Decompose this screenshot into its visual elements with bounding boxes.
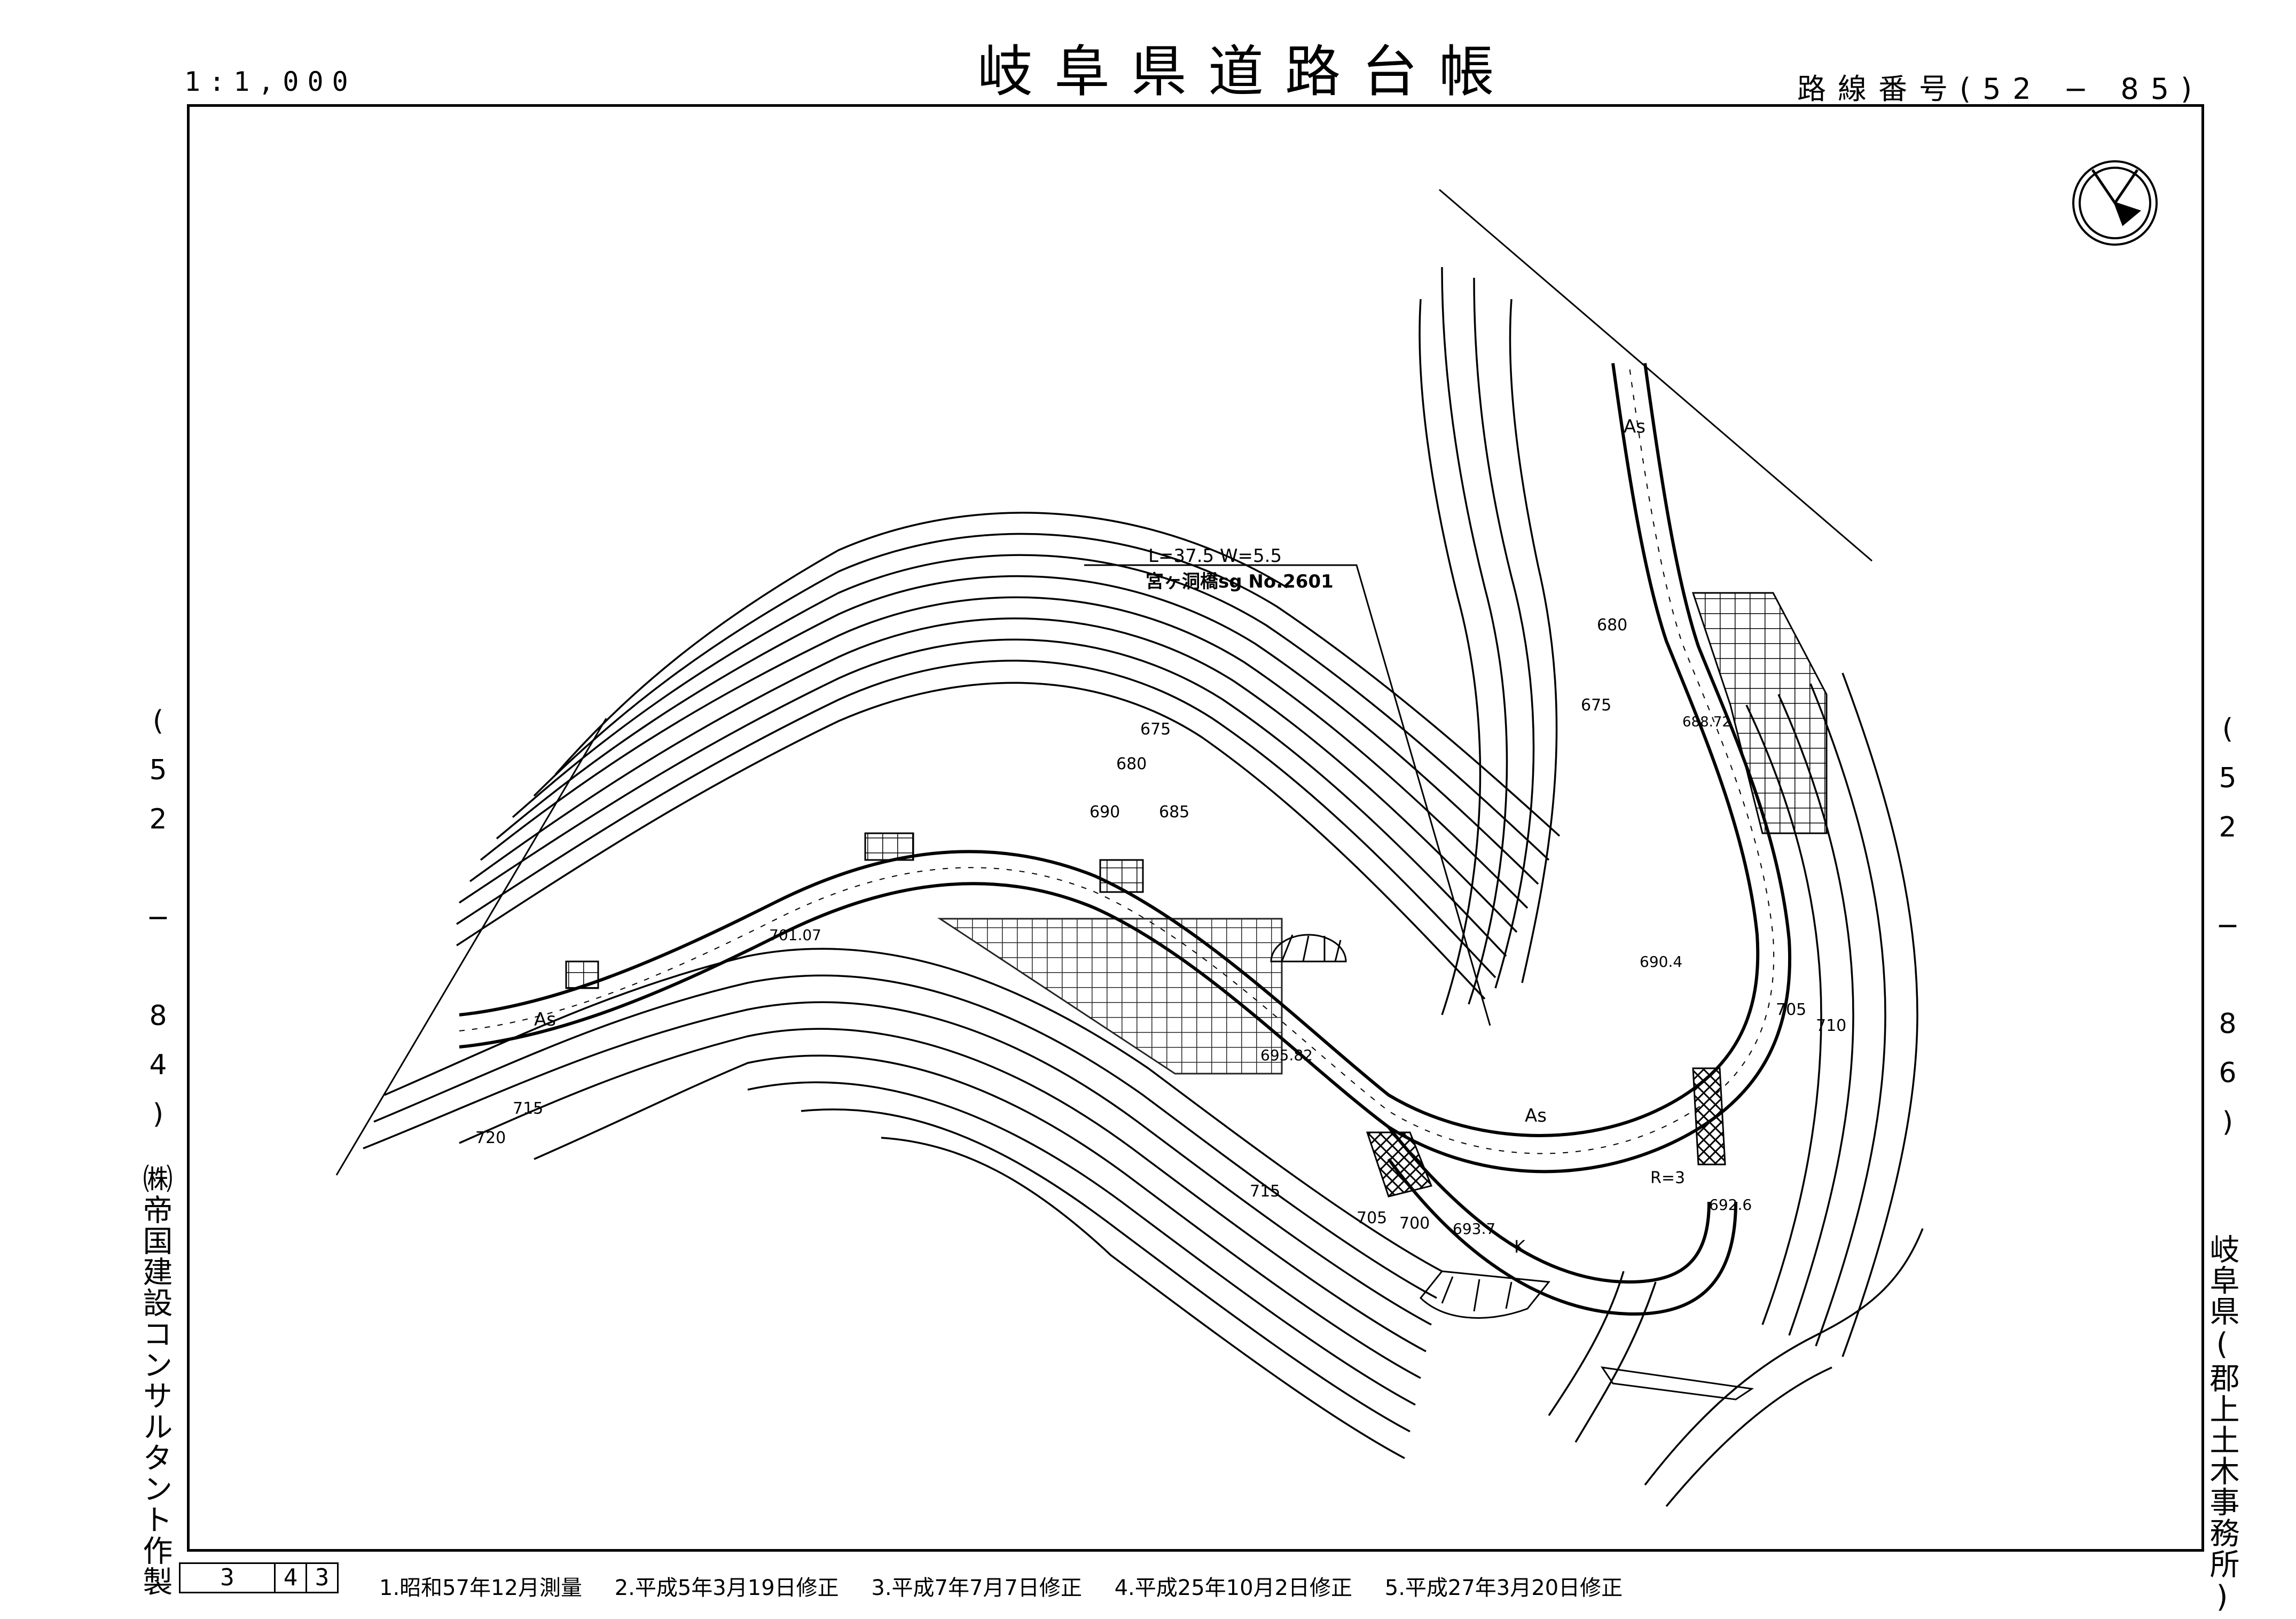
maker-credit: ㈱帝国建設コンサルタント作製 — [138, 1163, 173, 1597]
retaining-wall — [1366, 1131, 1433, 1198]
bridge-name: 宮ヶ洞橋sg No.2601 — [1146, 571, 1334, 592]
sheet-cell: 3 — [181, 1564, 276, 1592]
route-number: 路線番号(52 − 85) — [1797, 72, 2204, 106]
map-frame — [187, 104, 2204, 1552]
contour-label: 710 — [1816, 1016, 1846, 1035]
elevation-label: 701.07 — [769, 926, 821, 944]
retaining-wall — [1692, 1067, 1726, 1166]
contour-label: 675 — [1581, 696, 1611, 715]
contour-label: 705 — [1776, 1000, 1806, 1019]
boundary-line — [335, 718, 607, 1176]
boundary-line — [1439, 189, 1872, 562]
revision-item: 4.平成25年10月2日修正 — [1114, 1576, 1353, 1600]
contour-label: 715 — [513, 1099, 543, 1118]
contour-label: 680 — [1597, 616, 1627, 635]
road — [459, 363, 1791, 1316]
contours-north — [456, 512, 1561, 1000]
retaining-wall — [1099, 859, 1144, 893]
adjacent-sheet-left[interactable]: (52 − 84) — [142, 705, 174, 1147]
contour-label: 680 — [1116, 755, 1147, 773]
map-scale: 1:1,000 — [184, 66, 357, 97]
page-title: 岐阜県道路台帳 — [977, 39, 1516, 104]
revision-history: 1.昭和57年12月測量 2.平成5年3月19日修正 3.平成7年7月7日修正 … — [379, 1570, 1648, 1601]
adjacent-sheet-right[interactable]: (52 − 86) — [2212, 713, 2244, 1155]
contour-label: 720 — [475, 1129, 506, 1147]
elevation-label: 695.82 — [1260, 1046, 1313, 1064]
bridge-dims: L=37.5 W=5.5 — [1148, 545, 1282, 567]
map-marker: K — [1514, 1237, 1526, 1257]
retaining-wall — [937, 918, 1283, 1075]
sheet-cell: 3 — [315, 1564, 330, 1591]
elevation-label: 690.4 — [1640, 953, 1682, 971]
contour-label: 685 — [1159, 803, 1189, 822]
contour-label: 700 — [1399, 1214, 1430, 1233]
surface-label: As — [1525, 1105, 1547, 1127]
retaining-wall — [1691, 592, 1828, 834]
map-marker: R=3 — [1650, 1169, 1685, 1187]
contours-south — [363, 948, 1443, 1459]
revision-item: 5.平成27年3月20日修正 — [1384, 1576, 1623, 1600]
contour-label: 690 — [1090, 803, 1120, 822]
surface-label: As — [534, 1009, 556, 1030]
sheet-number-box: 3 4 3 — [179, 1562, 339, 1593]
contour-label: 705 — [1357, 1209, 1387, 1227]
revision-item: 2.平成5年3月19日修正 — [614, 1576, 839, 1600]
sheet-cell: 4 — [276, 1564, 307, 1592]
elevation-label: 692.6 — [1709, 1196, 1752, 1214]
retaining-wall — [864, 832, 914, 861]
north-arrow-icon — [2072, 160, 2158, 246]
contour-label: 675 — [1140, 720, 1171, 739]
surface-label: As — [1624, 416, 1645, 437]
revision-item: 1.昭和57年12月測量 — [379, 1576, 582, 1600]
revision-item: 3.平成7年7月7日修正 — [871, 1576, 1082, 1600]
retaining-wall — [565, 960, 599, 989]
contour-label: 715 — [1250, 1182, 1280, 1201]
bridge-leader-line — [1084, 564, 1491, 1026]
elevation-label: 693.7 — [1453, 1220, 1495, 1238]
office-name: 岐阜県(郡上土木事務所) — [2205, 1234, 2239, 1615]
fan-symbols — [1270, 934, 1754, 1401]
elevation-label: 688.72 — [1682, 714, 1731, 730]
contours-east — [1419, 267, 1924, 1507]
